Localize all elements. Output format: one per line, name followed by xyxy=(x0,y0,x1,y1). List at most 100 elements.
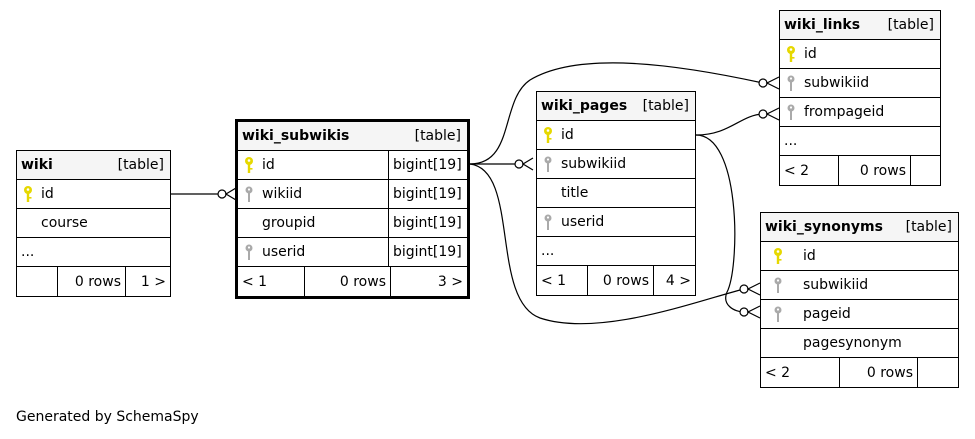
column-row[interactable]: subwikiid xyxy=(537,150,695,179)
table-name: wiki_links xyxy=(784,17,861,33)
more-columns: ... xyxy=(17,238,170,267)
column-row[interactable]: userid xyxy=(537,208,695,237)
table-footer: < 1 0 rows 3 > xyxy=(238,267,467,296)
column-type: bigint[19] xyxy=(388,180,467,208)
column-name: id xyxy=(262,157,275,173)
table-wiki-subwikis[interactable]: wiki_subwikis [table] id bigint[19] wiki… xyxy=(235,119,470,299)
parents-count[interactable]: < 2 xyxy=(784,162,810,179)
crows-foot-icon xyxy=(746,282,761,296)
column-row[interactable]: userid bigint[19] xyxy=(238,238,467,267)
column-name: subwikiid xyxy=(804,75,870,91)
edge-subwikis-to-synonyms xyxy=(469,163,745,325)
table-wiki[interactable]: wiki [table] id course ... 0 rows 1 > xyxy=(16,150,171,297)
column-name: wikiid xyxy=(262,186,303,202)
table-header: wiki_subwikis [table] xyxy=(238,122,467,151)
table-kind: [table] xyxy=(414,128,461,144)
table-wiki-pages[interactable]: wiki_pages [table] id subwikiid title us… xyxy=(536,91,696,296)
column-row[interactable]: id xyxy=(780,40,940,69)
column-row[interactable]: id xyxy=(17,180,170,209)
crows-foot-icon xyxy=(224,187,237,201)
primary-key-icon xyxy=(541,126,555,144)
column-row[interactable]: frompageid xyxy=(780,98,940,127)
column-name: userid xyxy=(561,214,605,230)
crows-foot-icon xyxy=(521,157,534,171)
parents-count[interactable] xyxy=(17,267,57,296)
column-name: pageid xyxy=(803,306,851,322)
table-footer: < 1 0 rows 4 > xyxy=(537,266,695,295)
table-kind: [table] xyxy=(905,219,952,235)
column-row[interactable]: subwikiid xyxy=(780,69,940,98)
column-name: title xyxy=(561,185,589,201)
column-row[interactable]: pageid xyxy=(761,300,958,329)
foreign-key-icon xyxy=(784,103,798,121)
table-footer: < 2 0 rows xyxy=(780,156,940,185)
children-count xyxy=(910,156,940,185)
column-type: bigint[19] xyxy=(388,151,467,179)
children-count[interactable]: 4 > xyxy=(653,266,695,295)
row-count: 0 rows xyxy=(839,358,917,387)
foreign-key-icon xyxy=(771,276,785,294)
column-name: pagesynonym xyxy=(803,335,902,351)
column-name: frompageid xyxy=(804,104,885,120)
foreign-key-icon xyxy=(784,74,798,92)
column-row[interactable]: title xyxy=(537,179,695,208)
column-name: subwikiid xyxy=(561,156,627,172)
foreign-key-icon xyxy=(541,155,555,173)
children-count xyxy=(917,358,958,387)
table-header: wiki_links [table] xyxy=(780,11,940,40)
table-wiki-links[interactable]: wiki_links [table] id subwikiid frompage… xyxy=(779,10,941,186)
column-row[interactable]: subwikiid xyxy=(761,271,958,300)
column-type: bigint[19] xyxy=(388,209,467,237)
column-name: userid xyxy=(262,244,306,260)
table-footer: < 2 0 rows xyxy=(761,358,958,387)
crows-foot-icon xyxy=(765,107,780,121)
children-count[interactable]: 1 > xyxy=(125,267,170,296)
row-count: 0 rows xyxy=(304,267,390,296)
more-columns: ... xyxy=(780,127,940,156)
column-name: id xyxy=(41,186,54,202)
column-name: course xyxy=(41,215,88,231)
column-row[interactable]: groupid bigint[19] xyxy=(238,209,467,238)
row-count: 0 rows xyxy=(838,156,910,185)
table-wiki-synonyms[interactable]: wiki_synonyms [table] id subwikiid pagei… xyxy=(760,212,959,388)
parents-count[interactable]: < 2 xyxy=(765,364,791,381)
column-row[interactable]: course xyxy=(17,209,170,238)
column-type: bigint[19] xyxy=(388,238,467,266)
cardinality-zero-icon xyxy=(217,189,227,199)
foreign-key-icon xyxy=(771,305,785,323)
column-name: id xyxy=(803,248,816,264)
generated-by-note: Generated by SchemaSpy xyxy=(16,409,199,425)
table-name: wiki_synonyms xyxy=(765,219,883,235)
table-footer: 0 rows 1 > xyxy=(17,267,170,296)
column-name: id xyxy=(561,127,574,143)
edge-subwikis-to-links xyxy=(469,62,764,165)
column-row[interactable]: wikiid bigint[19] xyxy=(238,180,467,209)
foreign-key-icon xyxy=(242,243,256,261)
column-row[interactable]: id xyxy=(761,242,958,271)
more-columns: ... xyxy=(537,237,695,266)
column-row[interactable]: pagesynonym xyxy=(761,329,958,358)
table-kind: [table] xyxy=(642,98,689,114)
column-row[interactable]: id bigint[19] xyxy=(238,151,467,180)
table-name: wiki_subwikis xyxy=(242,128,350,144)
primary-key-icon xyxy=(21,185,35,203)
parents-count[interactable]: < 1 xyxy=(541,272,567,289)
children-count[interactable]: 3 > xyxy=(390,267,467,296)
table-header: wiki_pages [table] xyxy=(537,92,695,121)
column-row[interactable]: id xyxy=(537,121,695,150)
parents-count[interactable]: < 1 xyxy=(242,273,268,290)
crows-foot-icon xyxy=(746,305,761,319)
table-kind: [table] xyxy=(117,157,164,173)
row-count: 0 rows xyxy=(587,266,653,295)
table-header: wiki_synonyms [table] xyxy=(761,213,958,242)
table-name: wiki xyxy=(21,157,53,173)
column-name: subwikiid xyxy=(803,277,869,293)
crows-foot-icon xyxy=(765,76,780,90)
column-name: id xyxy=(804,46,817,62)
edge-pages-to-synonyms xyxy=(695,134,745,313)
foreign-key-icon xyxy=(242,185,256,203)
column-name: groupid xyxy=(262,215,316,231)
table-kind: [table] xyxy=(887,17,934,33)
table-name: wiki_pages xyxy=(541,98,628,114)
